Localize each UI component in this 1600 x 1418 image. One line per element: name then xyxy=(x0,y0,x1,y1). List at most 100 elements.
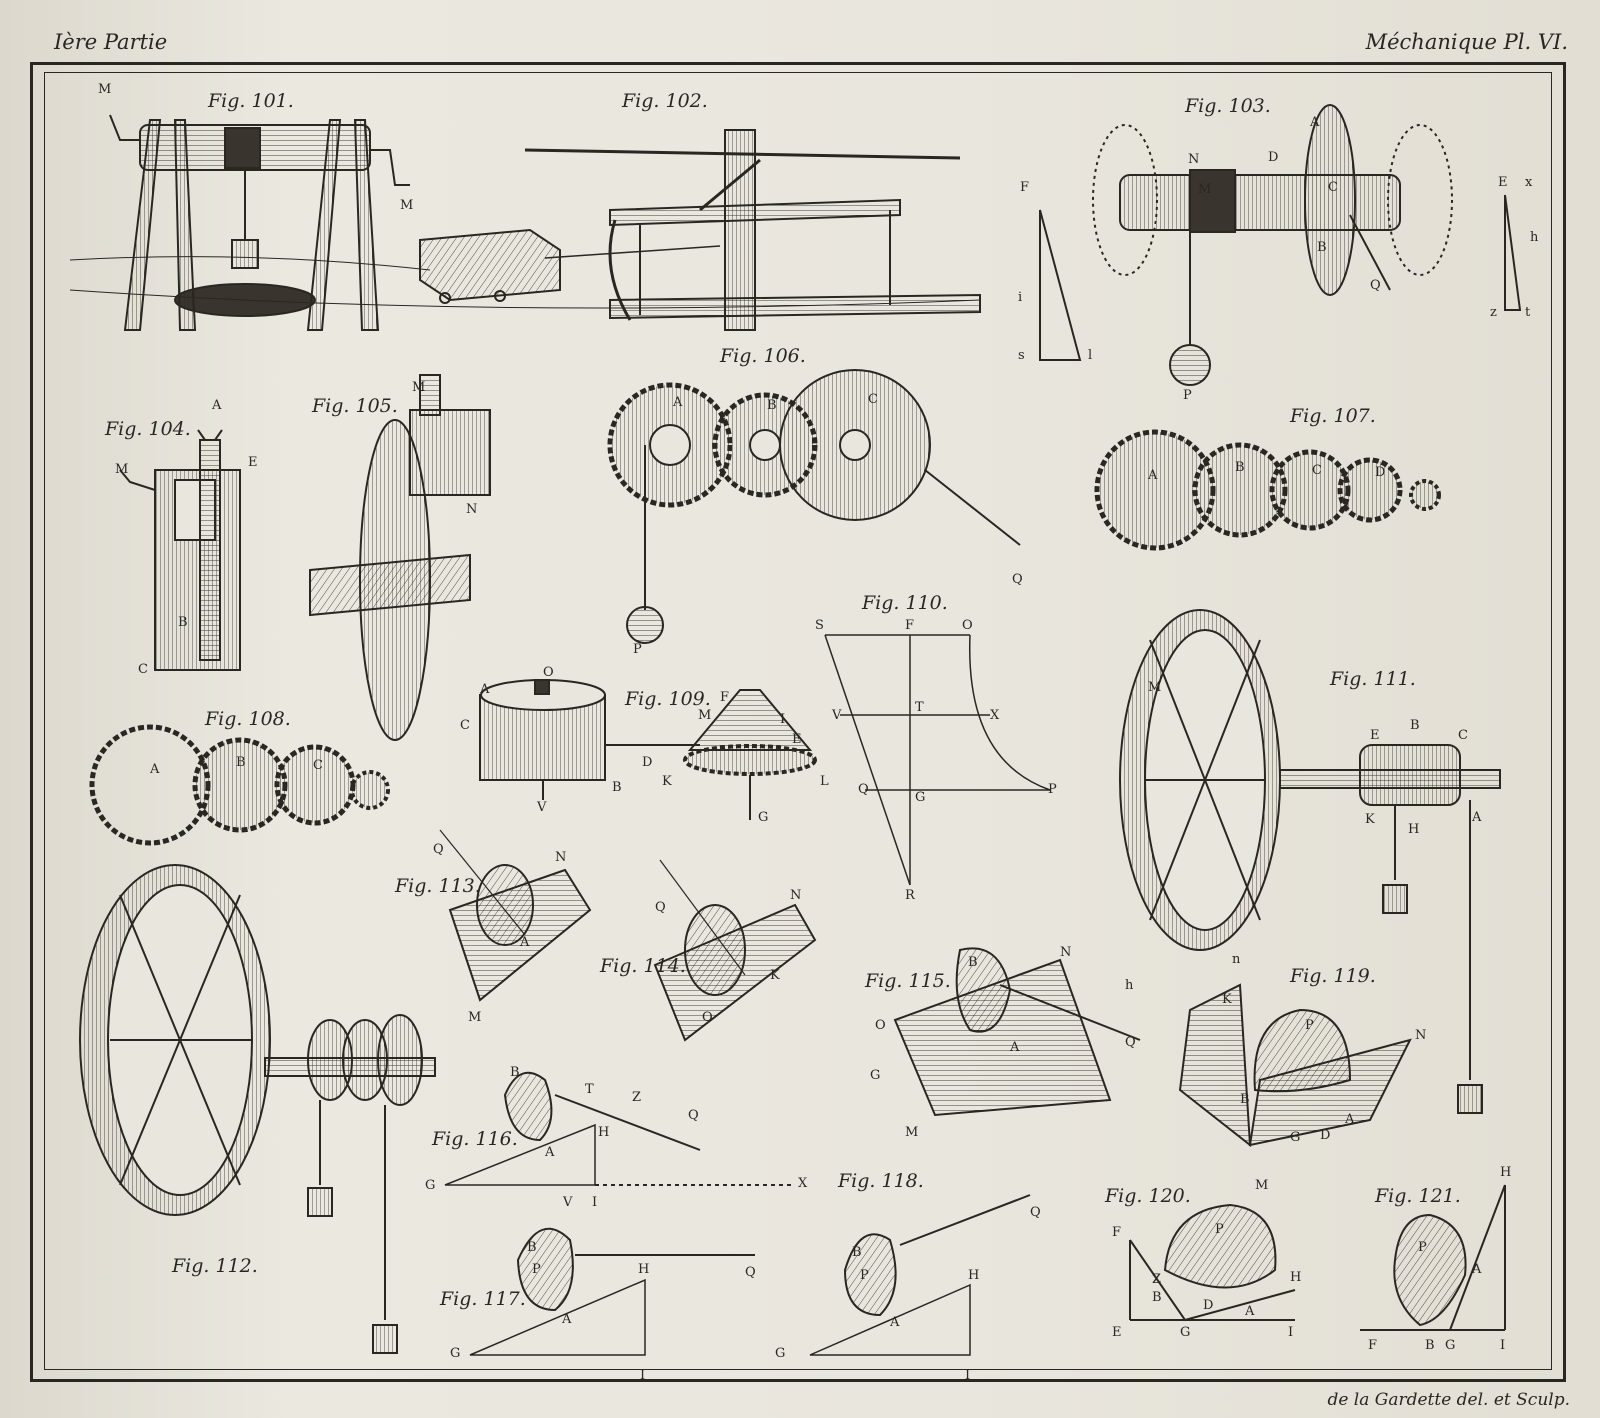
fig110-letter-g: G xyxy=(915,790,926,805)
fig106-letter-q: Q xyxy=(1012,572,1023,587)
fig109-letter-k: K xyxy=(662,774,672,789)
fig110-letter-o: O xyxy=(962,618,973,633)
fig110-letter-q: Q xyxy=(858,782,869,797)
fig101-letter-m-right: M xyxy=(400,198,414,213)
fig116-letter-v: V xyxy=(563,1195,573,1210)
fig121-letter-f: F xyxy=(1368,1338,1378,1353)
fig114-letter-q: Q xyxy=(655,900,666,915)
fig113-letter-q: Q xyxy=(433,842,444,857)
fig111-letter-n-lower: n xyxy=(1232,952,1241,967)
fig120-letter-g: G xyxy=(1180,1325,1191,1340)
fig117-letter-g: G xyxy=(450,1346,461,1361)
fig-103-label: Fig. 103. xyxy=(1185,95,1271,117)
fig121-letter-b: B xyxy=(1425,1338,1435,1353)
fig110-letter-p: P xyxy=(1048,782,1057,797)
fig119-letter-g: G xyxy=(1290,1130,1301,1145)
fig120-letter-z: Z xyxy=(1152,1272,1162,1287)
fig106-gear-train xyxy=(607,369,1021,644)
fig121-letter-p: P xyxy=(1418,1240,1427,1255)
fig118-letter-a: A xyxy=(890,1315,900,1330)
fig-111-label: Fig. 111. xyxy=(1330,668,1416,690)
fig103-letter-n: N xyxy=(1188,152,1200,167)
fig109-letter-d: D xyxy=(642,755,653,770)
fig103-letter-p: P xyxy=(1183,388,1192,403)
fig117-letter-p: P xyxy=(532,1262,541,1277)
fig-102-label: Fig. 102. xyxy=(622,90,708,112)
fig115-letter-g: G xyxy=(870,1068,881,1083)
fig116-letter-t: T xyxy=(585,1082,594,1097)
fig105-crown-wheel xyxy=(309,374,491,741)
fig107-letter-c: C xyxy=(1312,463,1322,478)
fig103-wheel-axle xyxy=(1039,104,1522,386)
fig121-letter-i: I xyxy=(1500,1338,1506,1353)
plate-title: Méchanique Pl. VI. xyxy=(1365,30,1568,54)
fig121-letter-g: G xyxy=(1445,1338,1456,1353)
fig-115-label: Fig. 115. xyxy=(865,970,951,992)
fig121-letter-h: H xyxy=(1500,1165,1512,1180)
fig104-letter-m: M xyxy=(115,462,129,477)
fig109-letter-e: E xyxy=(792,732,802,747)
fig111-letter-a: A xyxy=(1472,810,1482,825)
fig103-letter-b: B xyxy=(1317,240,1327,255)
fig-113-label: Fig. 113. xyxy=(395,875,481,897)
fig119-letter-d: D xyxy=(1320,1128,1331,1143)
fig108-letter-c: C xyxy=(313,758,323,773)
fig115-letter-q: Q xyxy=(1125,1035,1136,1050)
fig103-letter-a: A xyxy=(1310,115,1320,130)
fig118-letter-q: Q xyxy=(1030,1205,1041,1220)
fig116-letter-q: Q xyxy=(688,1108,699,1123)
fig103-letter-f: F xyxy=(1020,180,1030,195)
fig114-letter-n: N xyxy=(790,888,802,903)
fig109-letter-b: B xyxy=(612,780,622,795)
fig103-letter-l: l xyxy=(1088,348,1093,363)
fig-119-label: Fig. 119. xyxy=(1290,965,1376,987)
fig116-letter-a: A xyxy=(545,1145,555,1160)
fig116-118-inclines xyxy=(444,1071,1031,1356)
fig116-letter-z: Z xyxy=(632,1090,642,1105)
fig119-letter-p: P xyxy=(1305,1018,1314,1033)
fig109-letter-l: L xyxy=(820,774,829,789)
fig109-letter-v: V xyxy=(537,800,547,815)
fig103-letter-m: M xyxy=(1198,182,1212,197)
fig105-letter-m: M xyxy=(412,380,426,395)
fig-118-label: Fig. 118. xyxy=(838,1170,924,1192)
fig101-letter-m-left: M xyxy=(98,82,112,97)
fig109-letter-o: O xyxy=(543,665,554,680)
fig116-letter-i: I xyxy=(592,1195,598,1210)
fig116-letter-b: B xyxy=(510,1065,520,1080)
fig105-letter-n: N xyxy=(466,502,478,517)
fig117-letter-i: I xyxy=(640,1368,646,1383)
fig118-letter-g: G xyxy=(775,1346,786,1361)
fig120-letter-f: F xyxy=(1112,1225,1122,1240)
fig109-letter-c: C xyxy=(460,718,470,733)
plate-border-inner xyxy=(44,72,1552,1370)
fig117-letter-h: H xyxy=(638,1262,650,1277)
fig-109-label: Fig. 109. xyxy=(625,688,711,710)
fig114-letter-k: K xyxy=(770,968,780,983)
fig103-letter-c: C xyxy=(1328,180,1338,195)
fig-101-label: Fig. 101. xyxy=(208,90,294,112)
fig-108-label: Fig. 108. xyxy=(205,708,291,730)
fig108-gear-train xyxy=(89,724,390,846)
fig110-letter-x: X xyxy=(990,708,1000,723)
fig109-letter-f: F xyxy=(720,690,730,705)
fig115-letter-a: A xyxy=(1010,1040,1020,1055)
fig-120-label: Fig. 120. xyxy=(1105,1185,1191,1207)
fig115-119-planes xyxy=(893,947,1412,1148)
fig111-letter-h-lower: h xyxy=(1125,978,1134,993)
fig111-letter-m: M xyxy=(1148,680,1162,695)
fig119-letter-b: B xyxy=(1240,1092,1250,1107)
fig119-letter-m: M xyxy=(1255,1178,1269,1193)
fig110-letter-t: T xyxy=(915,700,924,715)
fig115-letter-o: O xyxy=(875,1018,886,1033)
fig117-letter-q: Q xyxy=(745,1265,756,1280)
fig-106-label: Fig. 106. xyxy=(720,345,806,367)
fig-112-label: Fig. 112. xyxy=(172,1255,258,1277)
fig107-letter-a: A xyxy=(1148,468,1158,483)
fig114-letter-o: O xyxy=(702,1010,713,1025)
fig119-letter-n: N xyxy=(1415,1028,1427,1043)
fig119-letter-k: K xyxy=(1222,992,1232,1007)
fig108-letter-b: B xyxy=(236,755,246,770)
fig104-letter-a: A xyxy=(212,398,222,413)
